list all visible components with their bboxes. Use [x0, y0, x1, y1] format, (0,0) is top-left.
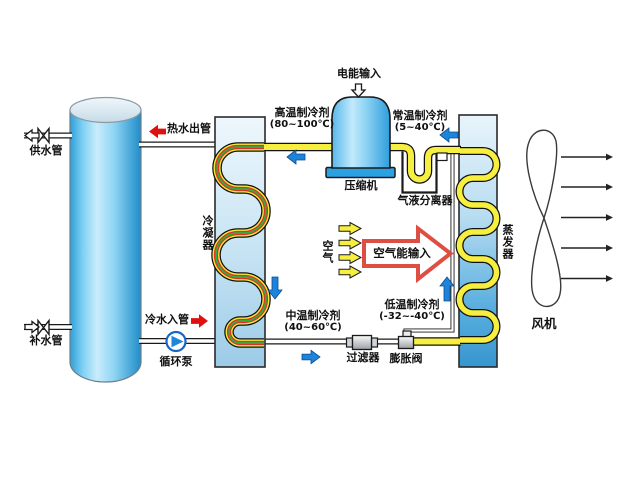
evaporator-label: 蒸发器 — [501, 224, 514, 260]
air-arrow — [338, 221, 363, 236]
high-temp-refrigerant-temp: (80~100℃) — [269, 119, 335, 130]
cold-water-in-label: 冷水入管 — [145, 313, 189, 326]
condenser-coil — [211, 142, 271, 348]
airflow-arrow-head — [606, 153, 613, 161]
separator-label: 气液分离器 — [397, 194, 453, 207]
flow-arrow-up-evaporator — [439, 276, 455, 302]
cold-water-flow-arrow — [191, 314, 208, 328]
flow-arrow-down-condenser — [267, 276, 283, 300]
expansion-valve-label: 膨胀阀 — [389, 352, 423, 365]
circulation-pump — [165, 330, 187, 353]
air-energy-input-label: 空气能输入 — [373, 246, 431, 260]
supply-pipe-label: 供水管 — [29, 144, 63, 157]
air-energy-arrow — [362, 224, 454, 284]
supply-out-arrow — [23, 128, 40, 143]
mid-temp-refrigerant-label: 中温制冷剂 — [285, 309, 341, 322]
hot-water-flow-arrow — [149, 124, 166, 139]
flow-arrow-left-discharge — [286, 149, 306, 165]
pump-impeller — [171, 335, 184, 348]
makeup-pipe-label: 补水管 — [29, 334, 63, 347]
filter-device — [345, 334, 379, 351]
mid-temp-refrigerant-temp: (40~60℃) — [284, 322, 342, 333]
air-label: 空气 — [321, 240, 334, 264]
filter-body — [351, 334, 373, 351]
filter-cap-left — [345, 337, 354, 348]
airflow-arrow-head — [606, 214, 613, 221]
filter-label: 过滤器 — [346, 351, 380, 364]
water-tank-top-cap — [69, 96, 142, 124]
low-temp-refrigerant-temp: (-32~-40℃) — [379, 311, 445, 322]
sensor-bulb — [436, 152, 448, 162]
airflow-arrow-head — [606, 244, 613, 252]
condenser-label: 冷凝器 — [201, 215, 214, 251]
compressor-label: 压缩机 — [344, 179, 378, 192]
filter-cap-right — [370, 337, 379, 348]
airflow-arrow-head — [606, 183, 613, 191]
refrigerant-flow-arrows — [267, 127, 459, 365]
expansion-valve-device — [397, 330, 415, 350]
air-arrow — [338, 236, 363, 250]
expansion-valve-body — [397, 335, 415, 350]
high-temp-refrigerant-label: 高温制冷剂 — [274, 106, 330, 119]
fan-blade — [526, 129, 562, 308]
power-input-arrow — [350, 83, 367, 98]
air-arrow — [338, 250, 363, 265]
airflow-arrow-head — [606, 275, 613, 282]
water-tank — [69, 109, 142, 383]
separator-walls — [401, 151, 438, 194]
power-input-label: 电能输入 — [337, 67, 381, 80]
hot-water-out-label: 热水出管 — [167, 122, 211, 135]
compressor-base — [325, 166, 396, 179]
air-arrows — [338, 221, 363, 279]
normal-temp-refrigerant-temp: (5~40℃) — [394, 122, 446, 133]
makeup-in-arrow — [24, 320, 41, 334]
normal-temp-refrigerant-label: 常温制冷剂 — [392, 109, 448, 122]
makeup-valve — [37, 318, 50, 337]
flow-arrow-left-suction — [439, 127, 459, 143]
refrigerant-pipes — [263, 142, 461, 346]
fan-label: 风机 — [531, 316, 557, 331]
fan-airflow-arrows — [561, 153, 613, 282]
pump-label: 循环泵 — [159, 355, 193, 368]
air-arrow — [338, 265, 363, 279]
low-temp-refrigerant-label: 低温制冷剂 — [384, 298, 440, 311]
compressor-body — [331, 96, 391, 169]
suction-pipe-core — [389, 144, 461, 183]
flow-arrow-right-liquid — [301, 349, 321, 365]
evaporator-coil — [455, 147, 501, 344]
